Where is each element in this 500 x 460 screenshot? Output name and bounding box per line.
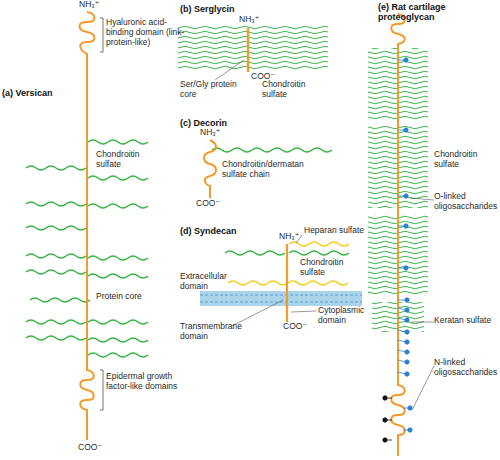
panel-title: (e) Rat cartilage proteoglycan — [378, 2, 488, 23]
o-linked-oligosaccharides — [398, 58, 408, 270]
membrane-line — [200, 302, 362, 303]
part-label: Ser/Gly protein core — [180, 80, 240, 100]
part-label: Epidermal growth factor-like domains — [106, 372, 191, 392]
heparan-chain — [228, 281, 288, 285]
part-label: Chondroitin sulfate — [262, 80, 322, 100]
decorin-chain — [272, 148, 332, 152]
serglycin-core — [247, 28, 249, 72]
syndecan-core — [286, 244, 288, 322]
n-linked-oligosaccharides — [403, 406, 412, 432]
panel-title: (c) Decorin — [180, 118, 227, 128]
terminus-label: COO⁻ — [196, 199, 220, 209]
part-label: Chondroitin/dermatan sulfate chain — [222, 160, 302, 180]
leader-line — [411, 322, 434, 323]
part-label: N-linked oligosaccharides — [434, 358, 500, 378]
terminus-label: NH₃⁺ — [239, 15, 259, 25]
membrane-line — [200, 295, 362, 296]
heparan-chain — [289, 242, 349, 246]
part-label: Protein core — [96, 292, 142, 302]
cartilage-core — [391, 14, 405, 456]
panel-title: (a) Versican — [2, 88, 82, 98]
heparan-chain — [288, 281, 348, 285]
leader-line — [215, 60, 244, 80]
part-label: Cytoplasmic domain — [318, 306, 373, 326]
versican-core — [80, 12, 95, 440]
part-label: Hyaluronic acid-binding domain (link-pro… — [106, 18, 191, 47]
keratan-sulfate — [398, 298, 409, 376]
panel-title: (d) Syndecan — [180, 226, 237, 236]
decorin-core — [204, 140, 216, 198]
leader-line — [412, 366, 434, 410]
part-label: Chondroitin sulfate — [300, 258, 355, 278]
part-label: O-linked oligosaccharides — [434, 192, 500, 212]
serglycin-chains — [178, 26, 328, 70]
terminus-label: COO⁻ — [78, 443, 102, 453]
leader-line — [232, 300, 283, 326]
part-label: Heparan sulfate — [304, 226, 374, 236]
terminus-label: NH₃⁺ — [279, 232, 299, 242]
part-label: Transmembrane domain — [180, 322, 235, 342]
terminus-label: NH₃⁺ — [79, 0, 99, 10]
leader-line — [291, 311, 316, 312]
part-label: Chondroitin sulfate — [434, 150, 500, 170]
part-label: Extracellular domain — [180, 272, 240, 292]
cell-membrane — [200, 291, 362, 306]
domain-bracket — [100, 18, 103, 52]
terminus-label: NH₃⁺ — [200, 128, 220, 138]
chondroitin-chain — [289, 251, 349, 255]
part-label: Keratan sulfate — [434, 316, 500, 326]
terminus-label: COO⁻ — [283, 322, 307, 332]
part-label: Chondroitin sulfate — [96, 150, 151, 170]
domain-bracket — [100, 370, 103, 410]
leader-line — [410, 198, 434, 200]
panel-title: (b) Serglycin — [180, 4, 235, 14]
decorin-chain — [212, 148, 272, 152]
chondroitin-chain — [225, 251, 285, 255]
n-linked-oligosaccharides — [383, 396, 392, 442]
